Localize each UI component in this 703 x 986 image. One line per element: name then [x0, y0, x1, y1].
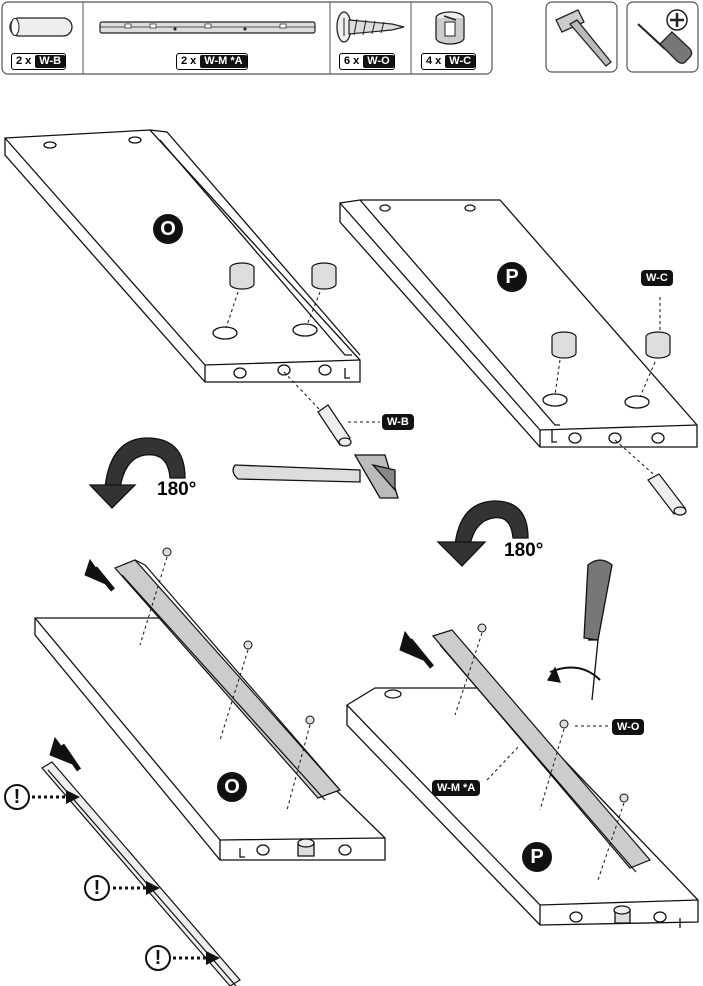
parts-qty-rail: 2 x W-M *A [176, 53, 248, 70]
panel-label-o-bottom: O [217, 772, 247, 802]
drawer-rail-icon [113, 559, 342, 801]
label-cam-lock: W-C [641, 270, 673, 286]
parts-strip [1, 1, 699, 75]
cam-lock-icon [229, 262, 671, 359]
rotation-arrow-right [436, 500, 529, 567]
rotation-label-left: 180° [157, 479, 197, 500]
rotation-label-right: 180° [504, 540, 544, 561]
panel-p-bottom [346, 687, 699, 928]
hammer-icon [555, 9, 612, 67]
label-dowel: W-B [382, 414, 414, 430]
qty-count: 2 x [16, 55, 32, 67]
qty-count: 6 x [344, 55, 360, 67]
part-code: W-O [363, 55, 394, 68]
phillips-screwdriver-icon [637, 9, 693, 64]
warning-icon: ! [145, 945, 171, 971]
parts-qty-cam: 4 x W-C [421, 53, 477, 70]
dowel-icon [317, 404, 687, 516]
rotation-arrow-left [88, 437, 186, 509]
qty-count: 2 x [181, 55, 197, 67]
push-arrow-icon [49, 558, 434, 772]
drawer-rail-icon [99, 21, 316, 34]
warning-icon: ! [84, 875, 110, 901]
warning-icon: ! [4, 784, 30, 810]
phillips-screwdriver-icon [546, 559, 613, 701]
warning-arrow-icon [32, 795, 208, 960]
hammer-icon [232, 454, 399, 499]
drawer-rail-icon [431, 629, 652, 873]
parts-qty-dowel: 2 x W-B [11, 53, 67, 70]
panel-p-top [339, 199, 698, 448]
cam-lock-icon [435, 11, 465, 45]
panel-label-p-top: P [497, 262, 527, 292]
drawer-rail-detail [41, 761, 241, 986]
dowel-icon [9, 17, 73, 37]
screw-icon [162, 547, 629, 803]
part-code: W-C [445, 55, 476, 68]
part-code: W-M *A [200, 55, 247, 68]
label-rail: W-M *A [432, 780, 481, 796]
panel-o-top [4, 129, 361, 383]
qty-count: 4 x [426, 55, 442, 67]
screw-icon [336, 11, 405, 43]
part-code: W-B [35, 55, 66, 68]
panel-label-p-bottom: P [522, 842, 552, 872]
panel-label-o-top: O [153, 214, 183, 244]
parts-qty-screw: 6 x W-O [339, 53, 395, 70]
label-screw: W-O [612, 719, 645, 735]
panel-o-bottom [34, 617, 386, 861]
